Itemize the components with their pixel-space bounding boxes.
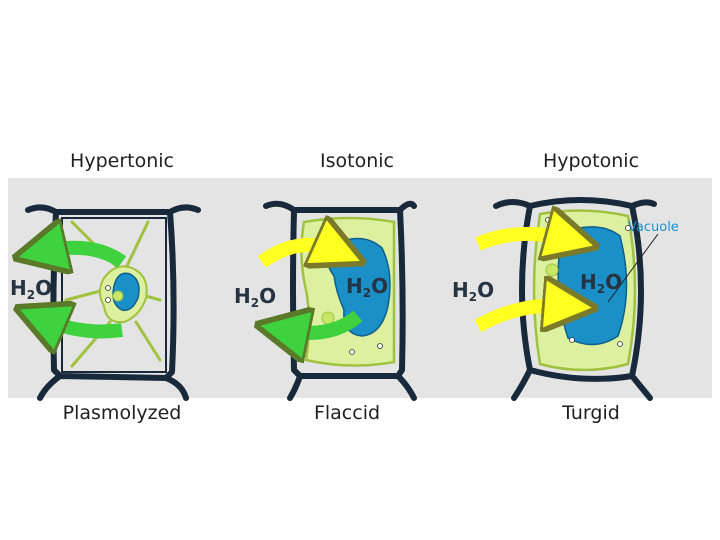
vacuole-label: Vacuole — [628, 220, 679, 235]
organelle — [377, 343, 383, 349]
heading-hypertonic: Hypertonic — [70, 150, 174, 172]
organelle — [321, 311, 335, 325]
water-arrow-in-top — [475, 234, 572, 244]
water-arrow-out-top — [40, 248, 127, 262]
cell-plasmolyzed — [25, 204, 201, 401]
water-label: H2O — [452, 278, 495, 304]
water-arrow-in-bottom — [474, 305, 570, 326]
water-arrow-out — [282, 316, 363, 333]
cell-turgid — [474, 197, 659, 401]
heading-hypotonic: Hypotonic — [542, 150, 640, 172]
heading-isotonic: Isotonic — [320, 150, 394, 172]
organelle — [349, 349, 355, 355]
vacuole-pointer-line — [607, 233, 659, 303]
cell-wall — [493, 197, 657, 401]
organelle — [105, 285, 111, 291]
organelle — [545, 263, 559, 277]
organelle — [545, 217, 551, 223]
cell-wall-inner — [61, 217, 167, 373]
organelle — [569, 337, 575, 343]
water-arrow-out-bottom — [40, 318, 124, 332]
water-label-vacuole: H2O — [580, 270, 623, 296]
water-arrow-in — [257, 245, 340, 262]
water-label-vacuole: H2O — [346, 274, 389, 300]
organelle — [105, 297, 111, 303]
caption-plasmolyzed: Plasmolyzed — [62, 402, 182, 424]
caption-flaccid: Flaccid — [313, 402, 381, 424]
organelle — [617, 341, 623, 347]
organelle — [112, 290, 124, 302]
water-label: H2O — [10, 276, 53, 302]
cell-flaccid — [257, 200, 417, 401]
organelle — [321, 231, 327, 237]
organelle — [625, 225, 631, 231]
caption-turgid: Turgid — [562, 402, 620, 424]
water-label: H2O — [234, 284, 277, 310]
cell-wall — [25, 204, 201, 401]
